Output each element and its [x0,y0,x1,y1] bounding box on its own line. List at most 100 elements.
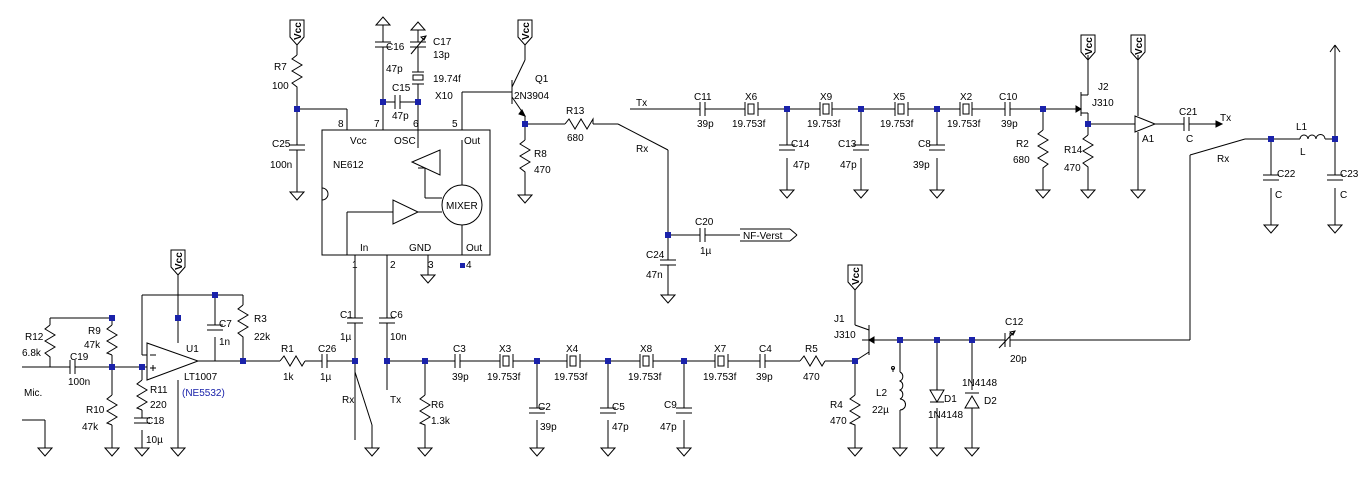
ne612-pin-1: 1 [352,260,358,271]
vcc-flags: Vcc Vcc Vcc Vcc Vcc Vcc [170,19,1146,291]
label-x9-freq: 19.753f [807,119,841,130]
capacitor-c1 [347,317,363,330]
label-x6-ref: X6 [745,92,758,103]
vcc-flag-j2: Vcc [1080,34,1096,61]
inductor-l1 [1299,134,1326,140]
crystal-x3 [499,354,514,368]
label-r3-value: 22k [254,332,271,343]
label-nf-verst: NF-Verst [743,231,783,242]
label-c5-ref: C5 [612,402,625,413]
label-r1-value: 1k [283,372,295,383]
label-x5-ref: X5 [893,92,906,103]
resistor-r4 [848,394,861,430]
label-j1-ref: J1 [834,314,845,325]
capacitor-c24 [660,259,676,275]
label-u1-alt: (NE5532) [182,388,225,399]
label-rx-upper: Rx [636,144,648,155]
capacitor-c23 [1327,174,1343,181]
label-c17-value: 13p [433,50,450,61]
label-c8-value: 39p [913,160,930,171]
crystal-x4 [566,354,581,368]
label-r5-value: 470 [803,372,820,383]
label-c11-ref: C11 [694,92,712,103]
label-r4-value: 470 [830,416,847,427]
label-c13-ref: C13 [838,139,857,150]
label-q1-ref: Q1 [535,74,549,85]
label-c12-ref: C12 [1005,317,1024,328]
resistor-r6 [418,394,431,430]
capacitor-c3 [454,354,467,368]
junction-dots [109,99,1338,370]
capacitor-c19 [69,360,83,374]
ne612-in: In [360,243,368,254]
crystal-x2 [959,102,973,116]
label-c16-ref: C16 [386,42,405,53]
resistor-r8 [519,139,531,178]
label-x7-freq: 19.753f [703,372,737,383]
label-c14-value: 47p [793,160,810,171]
resistor-r14 [1082,134,1094,175]
label-c24-value: 47n [646,270,663,281]
vcc-label: Vcc [293,22,304,40]
label-r10-value: 47k [82,422,99,433]
label-c10-ref: C10 [999,92,1018,103]
label-c21-ref: C21 [1179,107,1198,118]
crystal-x5 [894,102,909,116]
label-c10-value: 39p [1001,119,1018,130]
label-r13-ref: R13 [566,106,585,117]
crystal-x6 [744,102,759,116]
label-r13-value: 680 [567,133,584,144]
capacitor-c9 [676,407,692,414]
label-x10-freq: 19.74f [433,74,461,85]
ne612-pin-4: 4 [466,260,472,271]
crystal-x9 [819,102,833,116]
label-c19-ref: C19 [70,352,89,363]
vcc-label: Vcc [174,252,185,270]
label-r14-value: 470 [1064,163,1081,174]
label-c21-value: C [1186,134,1193,145]
capacitor-c11 [699,102,712,116]
capacitor-c22 [1263,174,1279,181]
label-d2-ref: D2 [984,396,997,407]
crystals [412,71,973,368]
ne612-out-bottom: Out [466,243,482,254]
vcc-flag-a1: Vcc [1130,34,1146,61]
ne612-osc: OSC [394,136,416,147]
label-u1-ref: U1 [186,344,199,355]
label-c24-ref: C24 [646,250,665,261]
label-r8-value: 470 [534,165,551,176]
label-c2-value: 39p [540,422,557,433]
capacitor-c15 [394,95,408,109]
resistor-r1 [279,355,306,367]
ne612-pin-2: 2 [390,260,396,271]
label-j1-part: J310 [834,330,856,341]
label-c26-ref: C26 [318,344,337,355]
label-c25-ref: C25 [272,139,291,150]
label-x3-ref: X3 [499,344,512,355]
label-r10-ref: R10 [86,405,105,416]
ne612-mixer: MIXER [446,201,478,212]
resistors [44,54,1094,430]
capacitor-c26 [321,354,334,368]
label-c6-ref: C6 [390,310,403,321]
label-rx-right: Rx [1217,154,1229,165]
label-r6-ref: R6 [431,400,444,411]
crystal-x7 [714,354,729,368]
label-c15-value: 47p [392,111,409,122]
label-c6-value: 10n [390,332,407,343]
resistor-r13 [564,117,594,130]
label-c22-ref: C22 [1277,169,1296,180]
label-u1-part: LT1007 [184,372,218,383]
ne612-pin-6: 6 [413,119,419,130]
label-c7-value: 1n [219,337,230,348]
label-r11-value: 220 [150,400,167,411]
capacitor-c7 [207,324,223,331]
opamp-u1 [146,342,200,381]
resistor-r5 [799,355,826,367]
crystal-x8 [639,354,654,368]
resistor-r3 [237,304,249,345]
capacitor-c17 [410,35,427,60]
label-c12-value: 20p [1010,354,1027,365]
label-d2-part: 1N4148 [962,378,997,389]
label-c4-value: 39p [756,372,773,383]
